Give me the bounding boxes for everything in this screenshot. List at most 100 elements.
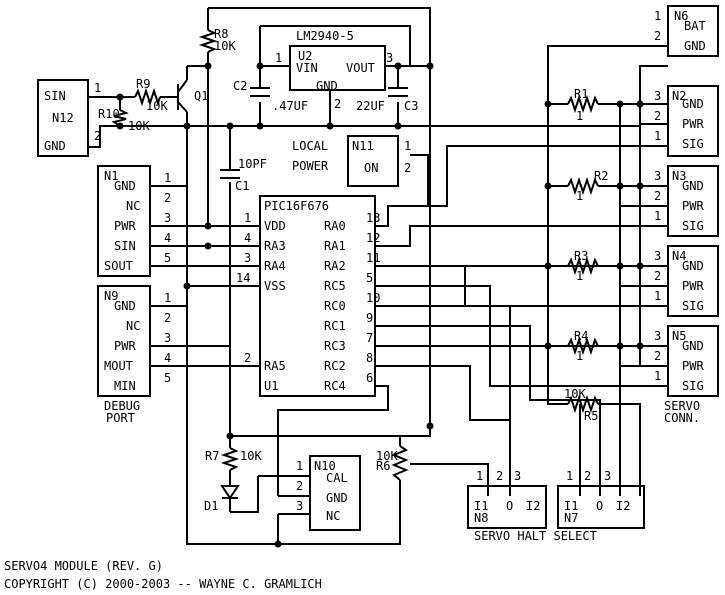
n8-box xyxy=(467,485,547,529)
n4-gnd: GND xyxy=(682,259,704,273)
n5-gnd: GND xyxy=(682,339,704,353)
n3-ref: N3 xyxy=(672,169,686,183)
wires xyxy=(88,7,668,545)
n3-pin3: 3 xyxy=(654,169,661,183)
n11-box xyxy=(347,135,399,187)
r6-ref: R6 xyxy=(376,459,390,473)
n1-pin-name-5: SOUT xyxy=(104,259,133,273)
n6-pin2: 2 xyxy=(654,29,661,43)
mcu-left-num-2: 4 xyxy=(244,231,251,245)
junctions xyxy=(116,62,644,548)
regulator-pin1: 1 xyxy=(275,51,282,65)
servo-label: SERVO xyxy=(664,399,700,413)
regulator-pin3: 3 xyxy=(386,51,393,65)
n11-local: LOCAL xyxy=(292,139,328,153)
n8-i2: I2 xyxy=(526,499,540,513)
c3-ref: C3 xyxy=(404,99,418,113)
n9-box xyxy=(97,285,151,397)
q1-ref: Q1 xyxy=(194,89,208,103)
n4-box xyxy=(667,245,719,317)
mcu-right-name-2: RA1 xyxy=(324,239,346,253)
n9-pin-name-5: MIN xyxy=(114,379,136,393)
r6-zigzag xyxy=(391,445,409,481)
n11-ref: N11 xyxy=(352,139,374,153)
mcu-right-num-1: 13 xyxy=(366,211,380,225)
r9-ref: R9 xyxy=(136,77,150,91)
n10-pin3: 3 xyxy=(296,499,303,513)
n4-pin2: 2 xyxy=(654,269,661,283)
mcu-right-name-9: RC4 xyxy=(324,379,346,393)
c1-value: 10PF xyxy=(238,157,267,171)
n4-sig: SIG xyxy=(682,299,704,313)
n8-pin1: 1 xyxy=(476,469,483,483)
n10-box xyxy=(309,455,361,531)
n1-pin-name-3: PWR xyxy=(114,219,136,233)
r10-ref: R10 xyxy=(98,107,120,121)
labels: LM2940-5 U2 VIN VOUT GND 1 2 3 C2 .47UF … xyxy=(4,9,706,591)
r5-value: 10K xyxy=(564,387,586,401)
n5-sig: SIG xyxy=(682,379,704,393)
r7-value: 10K xyxy=(240,449,262,463)
copyright-notice: COPYRIGHT (C) 2000-2003 -- WAYNE C. GRAM… xyxy=(4,577,322,591)
n10-gnd: GND xyxy=(326,491,348,505)
mcu-left-name-4: VSS xyxy=(264,279,286,293)
n1-pin-name-1: GND xyxy=(114,179,136,193)
n8-pin2: 2 xyxy=(496,469,503,483)
r8-ref: R8 xyxy=(214,27,228,41)
schematic-title: SERVO4 MODULE (REV. G) xyxy=(4,559,163,573)
mcu-left-name-2: RA3 xyxy=(264,239,286,253)
regulator-gnd: GND xyxy=(316,79,338,93)
n9-pin-num-4: 4 xyxy=(164,351,171,365)
r10-zigzag xyxy=(111,109,129,127)
n3-box xyxy=(667,165,719,237)
n12-pin1: 1 xyxy=(94,81,101,95)
n2-gnd: GND xyxy=(682,97,704,111)
r4-value: 1 xyxy=(576,349,583,363)
mcu-right-name-5: RC0 xyxy=(324,299,346,313)
n9-label-debug: DEBUG xyxy=(104,399,140,413)
n5-pwr: PWR xyxy=(682,359,704,373)
n5-ref: N5 xyxy=(672,329,686,343)
n7-ref: N7 xyxy=(564,511,578,525)
n5-pin1: 1 xyxy=(654,369,661,383)
r5-zigzag xyxy=(567,394,599,414)
mcu-right-num-5: 10 xyxy=(366,291,380,305)
n10-nc: NC xyxy=(326,509,340,523)
n7-box xyxy=(557,485,645,529)
r2-value: 1 xyxy=(576,189,583,203)
n10-pin2: 2 xyxy=(296,479,303,493)
regulator-ref: U2 xyxy=(298,49,312,63)
mcu-right-num-6: 9 xyxy=(366,311,373,325)
mcu-ref: U1 xyxy=(264,379,278,393)
c3-value: 22UF xyxy=(356,99,385,113)
n9-pin-name-4: MOUT xyxy=(104,359,133,373)
r3-zigzag xyxy=(567,256,599,276)
halt-label: SERVO HALT SELECT xyxy=(474,529,597,543)
n1-pin-num-5: 5 xyxy=(164,251,171,265)
mcu-right-num-3: 11 xyxy=(366,251,380,265)
r10-value: 10K xyxy=(128,119,150,133)
mcu-right-name-7: RC3 xyxy=(324,339,346,353)
n12-gnd: GND xyxy=(44,139,66,153)
mcu-left-num-1: 1 xyxy=(244,211,251,225)
r1-value: 1 xyxy=(576,109,583,123)
regulator-vout: VOUT xyxy=(346,61,375,75)
n3-pwr: PWR xyxy=(682,199,704,213)
n7-i2: I2 xyxy=(616,499,630,513)
n4-ref: N4 xyxy=(672,249,686,263)
n12-pin2: 2 xyxy=(94,129,101,143)
r9-value: 10K xyxy=(146,99,168,113)
r5-ref: R5 xyxy=(584,409,598,423)
r2-zigzag xyxy=(567,176,599,196)
n9-pin-name-1: GND xyxy=(114,299,136,313)
c1-ref: C1 xyxy=(235,179,249,193)
r8-value: 10K xyxy=(214,39,236,53)
r1-zigzag xyxy=(567,94,599,114)
n1-pin-num-1: 1 xyxy=(164,171,171,185)
n10-ref: N10 xyxy=(314,459,336,473)
n8-ref: N8 xyxy=(474,511,488,525)
n2-pin2: 2 xyxy=(654,109,661,123)
n3-pin1: 1 xyxy=(654,209,661,223)
regulator-pin2: 2 xyxy=(334,97,341,111)
